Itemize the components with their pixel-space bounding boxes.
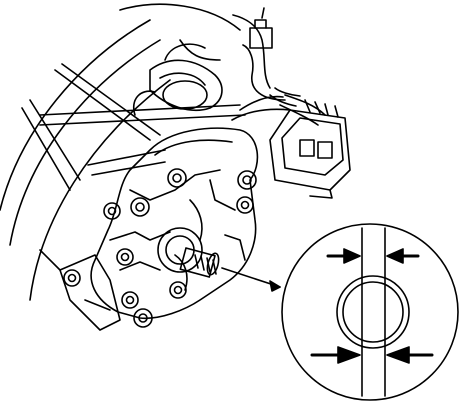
detail-arrows [310,248,434,364]
shaft-outer-ring [336,275,410,349]
leader-line [221,267,281,292]
electrical-connector [269,99,351,199]
arrow-bottom-left [310,346,361,364]
cooling-fan [133,39,223,116]
support-frame [21,63,246,191]
arrow-top-left [326,248,361,264]
mounting-bosses [63,168,257,328]
fan-shroud [0,3,241,301]
shaft-inner-ring [342,281,404,343]
output-shaft [157,227,220,278]
arrow-top-right [386,248,420,264]
wiring-harness [231,7,326,126]
arrow-bottom-right [386,346,434,364]
detail-callout [281,223,459,401]
lower-bracket [39,249,121,331]
detail-callout-circle [281,223,459,401]
actuator-assembly [90,127,259,320]
